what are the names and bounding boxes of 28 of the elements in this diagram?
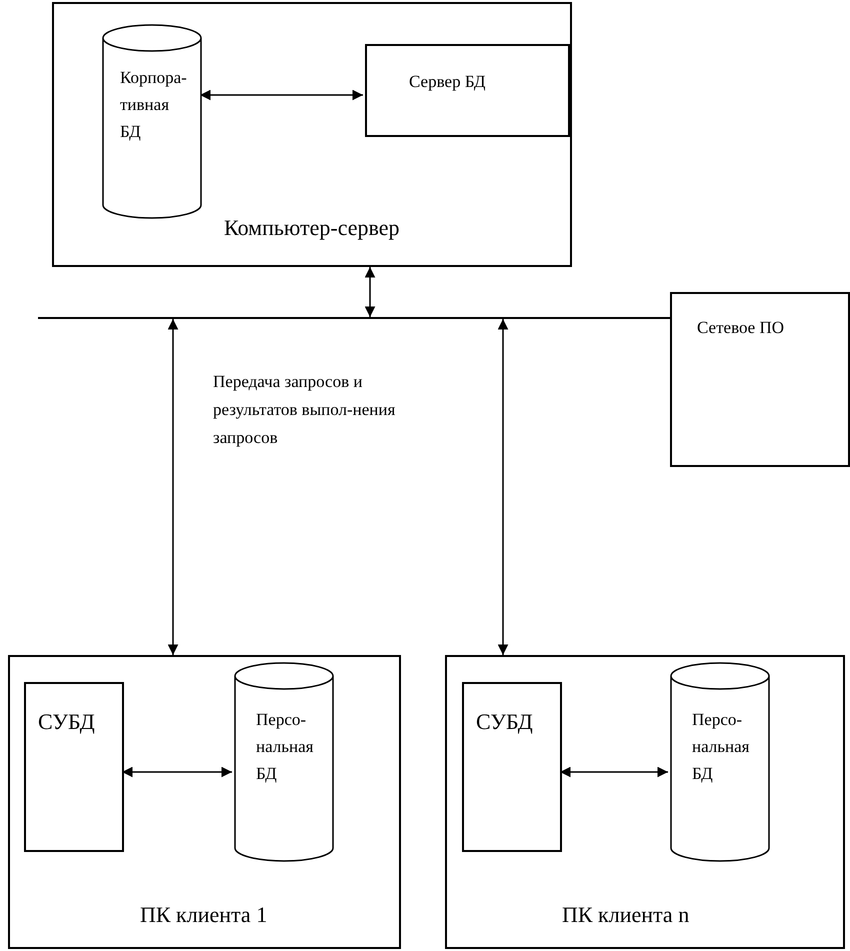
double-arrow	[200, 90, 363, 100]
node-label: ПК клиента n	[562, 901, 690, 929]
double-arrow	[364, 267, 376, 317]
database-cylinder	[670, 662, 770, 862]
system-box	[24, 682, 124, 852]
system-box	[52, 2, 572, 267]
system-box	[670, 292, 850, 467]
node-label: Персо-нальная БД	[692, 709, 750, 786]
double-arrow	[498, 319, 508, 655]
database-cylinder	[102, 24, 202, 219]
double-arrow	[168, 319, 178, 655]
node-label: Сервер БД	[409, 71, 487, 93]
node-label: Сетевое ПО	[697, 317, 786, 339]
node-label: ПК клиента 1	[140, 901, 268, 929]
double-arrow	[560, 766, 668, 778]
node-label: Персо-нальная БД	[256, 709, 314, 786]
double-arrow	[122, 766, 232, 778]
node-label: Корпора-тивная БД	[120, 67, 188, 144]
system-box	[365, 44, 570, 137]
system-box	[445, 655, 845, 949]
node-label: СУБД	[476, 708, 534, 736]
node-label: Компьютер-сервер	[224, 214, 401, 242]
system-box	[462, 682, 562, 852]
node-label: СУБД	[38, 708, 96, 736]
network-bus-line	[38, 317, 670, 319]
system-box	[8, 655, 401, 949]
database-cylinder	[234, 662, 334, 862]
note-text: Передача запросов и результатов выпол-нения запросов	[213, 371, 396, 449]
